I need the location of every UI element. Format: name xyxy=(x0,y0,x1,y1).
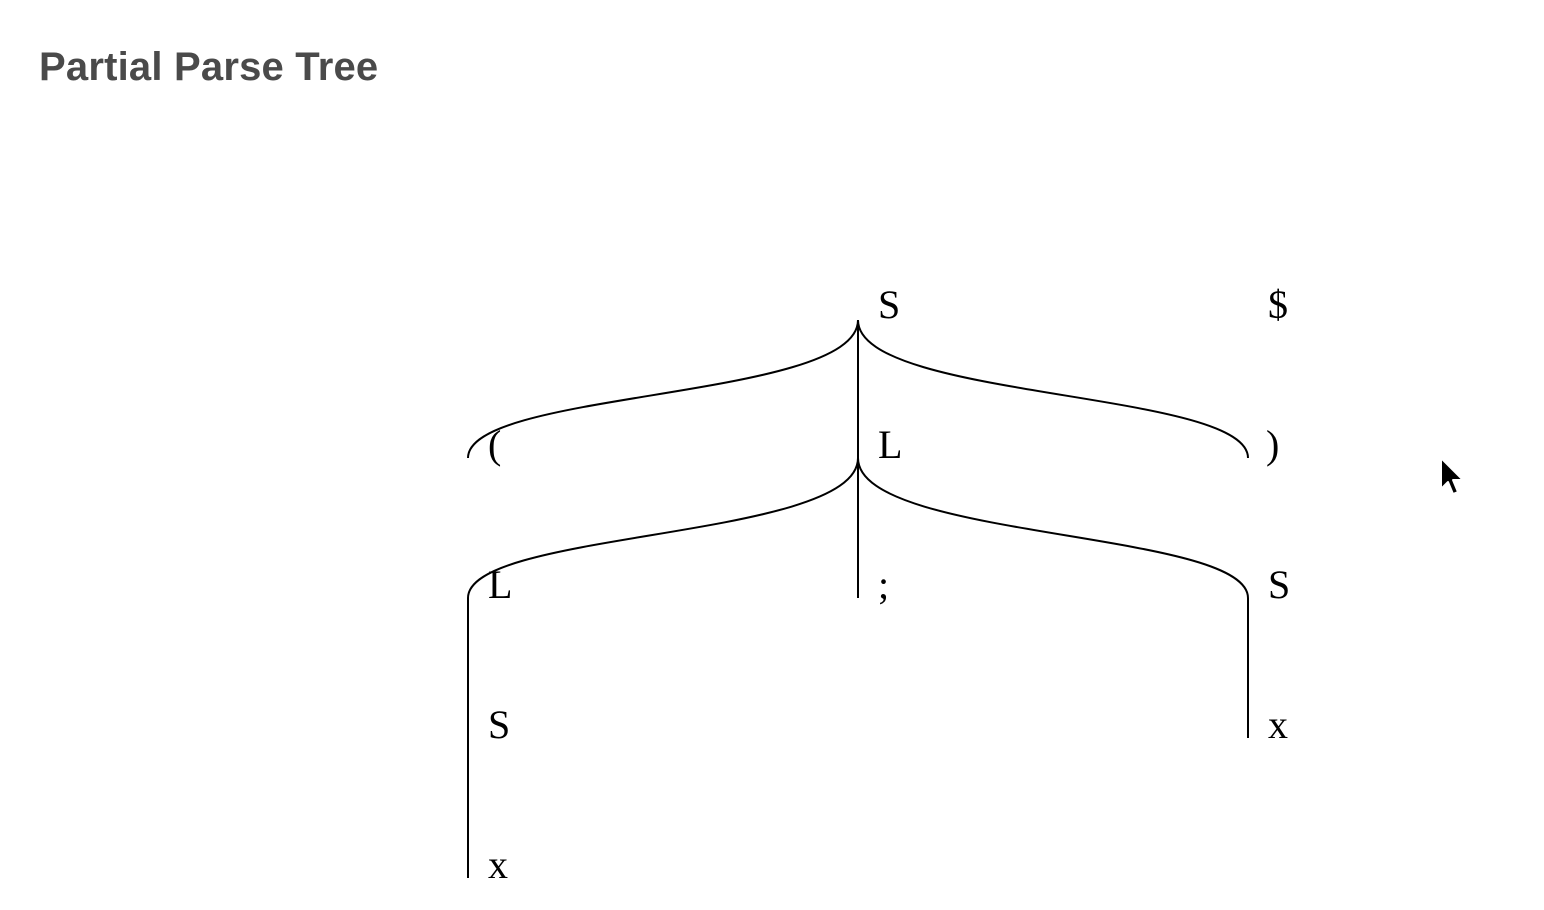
node-l-left: L xyxy=(488,562,512,607)
page-title: Partial Parse Tree xyxy=(39,45,379,89)
tree-node-labels: S $ ( L ) L ; S S x x xyxy=(488,282,1290,887)
edge-l-mid-s-right xyxy=(857,457,1249,599)
node-left-paren: ( xyxy=(488,422,501,467)
node-right-paren: ) xyxy=(1266,422,1279,467)
edge-l-mid-l-left xyxy=(467,457,859,599)
node-s-right: S xyxy=(1268,562,1290,607)
node-l-mid: L xyxy=(878,422,902,467)
tree-edges xyxy=(467,319,1249,878)
node-semicolon: ; xyxy=(878,562,889,607)
node-end-marker: $ xyxy=(1268,282,1288,327)
edge-s-root-lparen xyxy=(467,319,859,459)
node-s-root: S xyxy=(878,282,900,327)
node-s-left: S xyxy=(488,702,510,747)
node-x-left: x xyxy=(488,842,508,887)
mouse-pointer-icon xyxy=(1440,457,1464,495)
node-x-right: x xyxy=(1268,702,1288,747)
edge-s-root-rparen xyxy=(857,319,1249,459)
